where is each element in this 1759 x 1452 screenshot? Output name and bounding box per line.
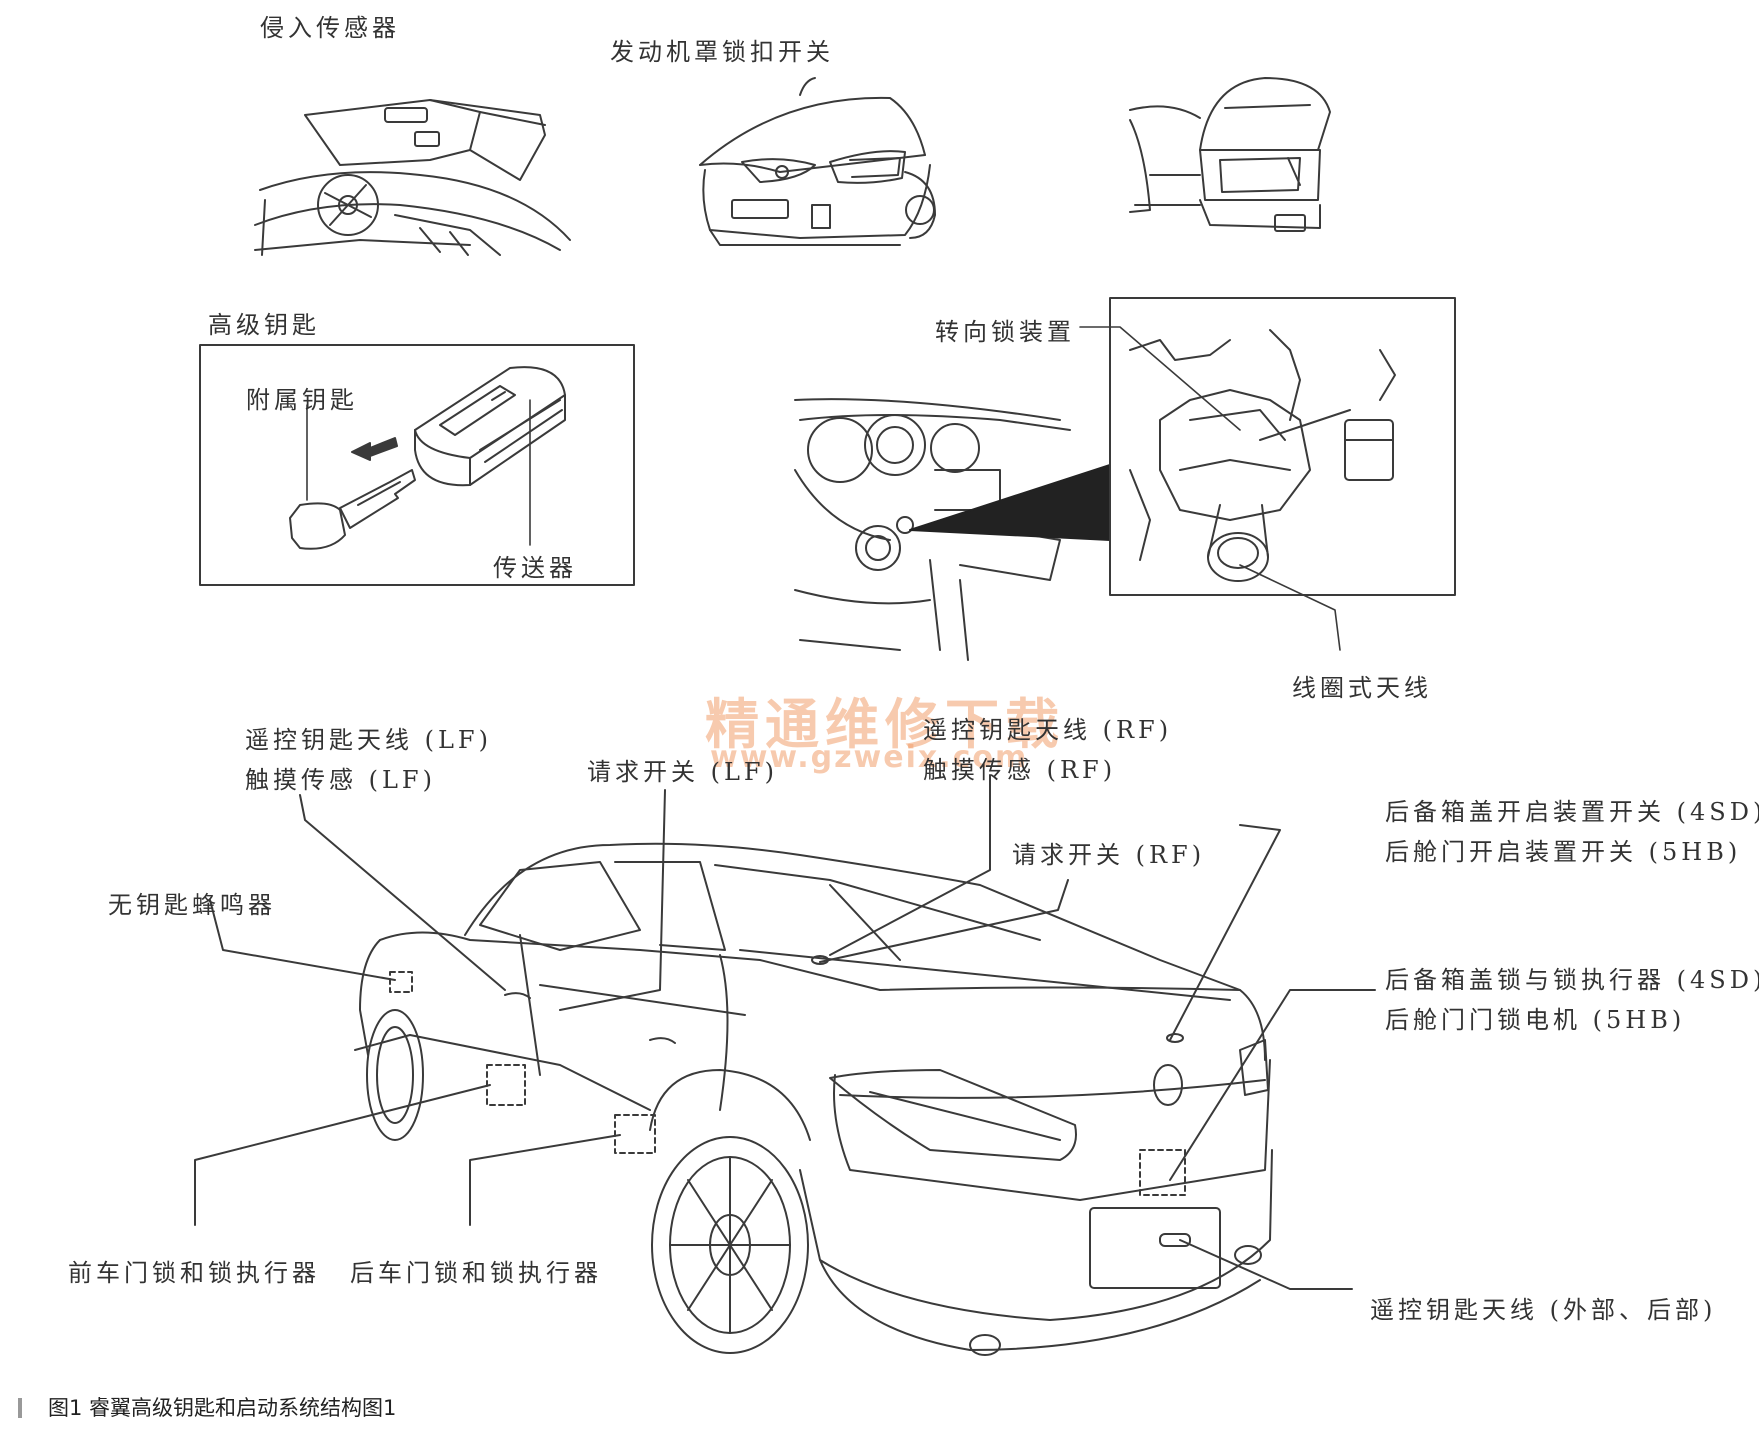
label-keyless-buzzer: 无钥匙蜂鸣器	[108, 891, 276, 919]
label-rear-door-lock: 后车门锁和锁执行器	[350, 1259, 602, 1287]
advanced-key-illustration	[199, 344, 635, 586]
steering-lock-illustration	[794, 297, 1456, 661]
watermark-title: 精通维修下载	[705, 693, 1065, 756]
label-remote-key-antenna-lf: 遥控钥匙天线 (LF)	[245, 726, 492, 754]
label-touch-sensor-lf: 触摸传感 (LF)	[245, 766, 436, 794]
label-advanced-key: 高级钥匙	[208, 311, 320, 339]
label-liftgate-opener-switch: 后舱门开启装置开关 (5HB)	[1385, 838, 1742, 866]
watermark-url: www.gzweix.com	[710, 740, 1029, 775]
car-illustration	[194, 774, 1376, 1356]
liftgate-illustration	[1129, 77, 1331, 232]
label-trunk-opener-switch: 后备箱盖开启装置开关 (4SD)	[1385, 798, 1759, 826]
interior-illustration	[254, 99, 571, 256]
label-steering-lock: 转向锁装置	[935, 318, 1075, 346]
hood-illustration	[699, 77, 936, 246]
figure-caption: 图1 睿翼高级钥匙和启动系统结构图1	[18, 1392, 396, 1422]
label-remote-key-antenna-rear: 遥控钥匙天线 (外部、后部)	[1370, 1296, 1717, 1324]
label-request-switch-rf: 请求开关 (RF)	[1012, 841, 1206, 869]
label-request-switch-lf: 请求开关 (LF)	[587, 758, 778, 786]
label-remote-key-antenna-rf: 遥控钥匙天线 (RF)	[923, 716, 1173, 744]
caption-bar	[18, 1398, 22, 1418]
label-liftgate-lock-motor: 后舱门门锁电机 (5HB)	[1385, 1006, 1686, 1034]
caption-text: 图1 睿翼高级钥匙和启动系统结构图1	[48, 1396, 397, 1420]
label-transmitter: 传送器	[493, 554, 577, 582]
label-touch-sensor-rf: 触摸传感 (RF)	[923, 756, 1117, 784]
label-trunk-lock-actuator: 后备箱盖锁与锁执行器 (4SD)	[1385, 966, 1759, 994]
label-hood-latch-switch: 发动机罩锁扣开关	[610, 38, 834, 66]
label-auxiliary-key: 附属钥匙	[246, 386, 358, 414]
label-front-door-lock: 前车门锁和锁执行器	[68, 1259, 320, 1287]
label-coil-antenna: 线圈式天线	[1292, 674, 1432, 702]
label-intrusion-sensor: 侵入传感器	[260, 14, 400, 42]
